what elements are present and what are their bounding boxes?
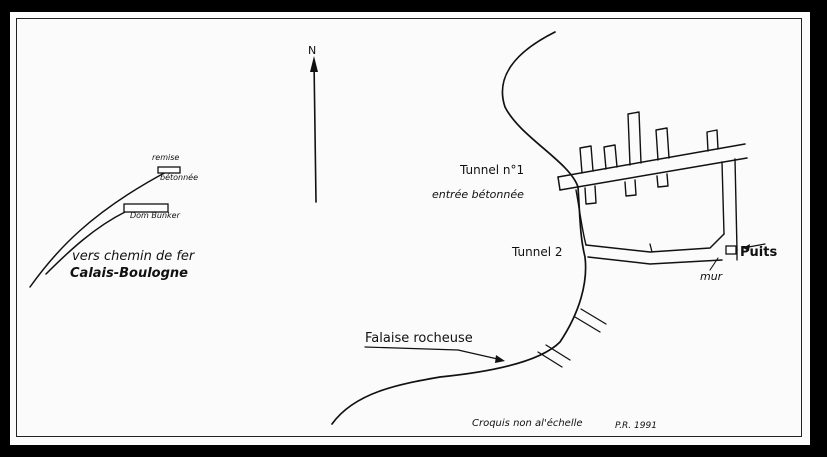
croquis-note: Croquis non al'échelle <box>472 417 583 429</box>
railway-curves <box>29 169 171 288</box>
dom-bunker-building <box>123 203 169 213</box>
sketch-frame <box>16 18 802 437</box>
tunnel-2 <box>585 233 766 271</box>
signature: P.R. 1991 <box>615 421 657 431</box>
north-arrow-head <box>310 56 318 72</box>
dom-bunker-label: Dom Bunker <box>130 211 181 220</box>
railway-label-2: Calais-Boulogne <box>70 266 188 281</box>
mur-label: mur <box>700 270 724 283</box>
tunnel-2-label: Tunnel 2 <box>511 245 563 259</box>
tunnel-1-label-2: entrée bétonnée <box>432 188 524 201</box>
falaise-arrow-head <box>495 355 505 363</box>
north-label: N <box>308 44 316 57</box>
remise-label: remise <box>152 153 179 162</box>
tunnel-1-label: Tunnel n°1 <box>459 163 524 177</box>
north-arrow <box>310 56 318 203</box>
sketch-paper: N remise bétonnée Dom Bunker vers chemin… <box>10 12 810 445</box>
puits-label: Puits <box>740 245 777 260</box>
remise-building <box>157 166 181 174</box>
cliff-line <box>331 31 607 425</box>
falaise-label: Falaise rocheuse <box>365 331 473 346</box>
remise-label-2: bétonnée <box>160 172 198 182</box>
puits-box <box>725 245 737 255</box>
tunnel-1-network <box>557 111 748 251</box>
sketch-map: N remise bétonnée Dom Bunker vers chemin… <box>29 31 777 431</box>
railway-label: vers chemin de fer <box>72 249 196 264</box>
